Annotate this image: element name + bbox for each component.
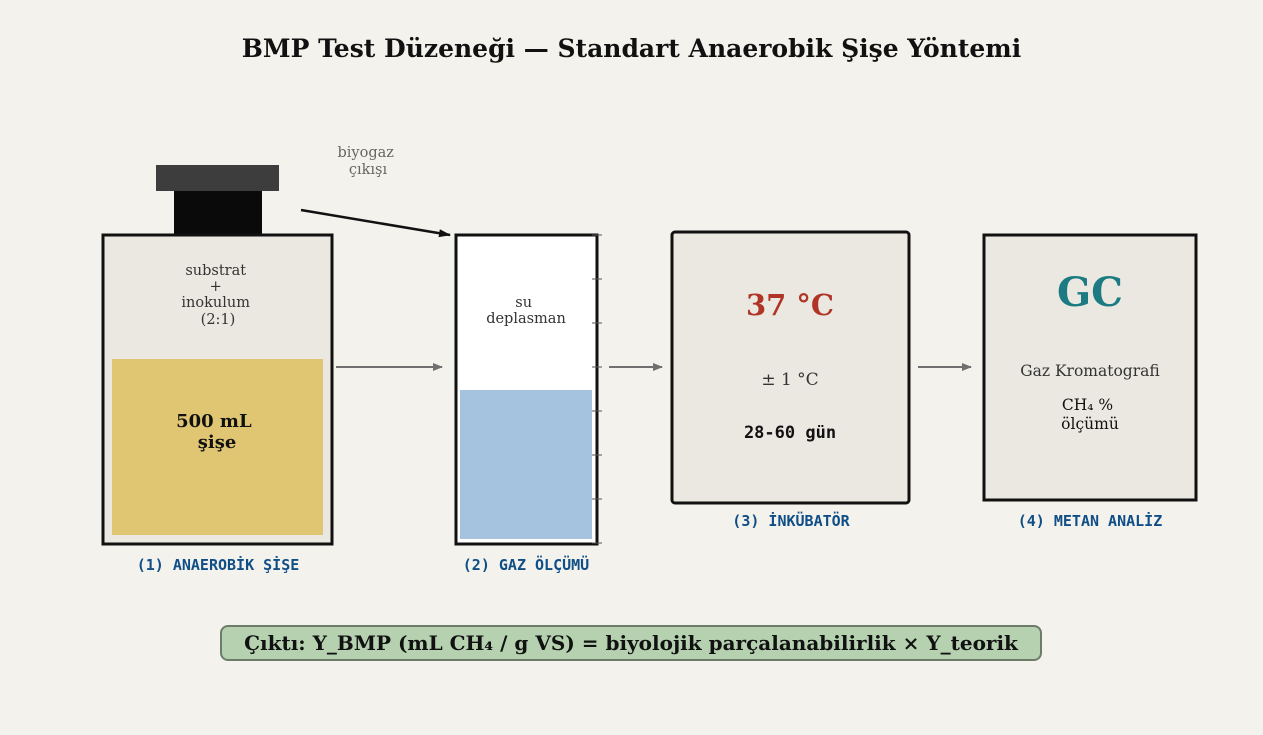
analysis-box [982,233,1198,502]
bottle-type-label: şişe [198,432,237,453]
incubator: 37 °C ± 1 °C 28-60 gün (3) İNKÜBATÖR [670,230,911,530]
biogas-outlet-arrow [300,208,451,238]
bottle-cap [156,165,279,191]
incubator-duration: 28-60 gün [744,423,836,443]
bottle-liquid [112,359,323,535]
meter-line-1: su [515,295,532,311]
bottle-caption: (1) ANAEROBİK ŞİŞE [137,555,300,574]
headspace-line-3: inokulum [181,295,250,311]
page-title: BMP Test Düzeneği — Standart Anaerobik Ş… [241,34,1022,63]
svg-text:CH₄ % ölçümü: CH₄ % ölçümü [1061,396,1119,433]
analysis-measure-line-1: CH₄ % [1062,396,1113,414]
headspace-line-1: substrat [185,263,246,279]
svg-text:500 mL şişe: 500 mL şişe [176,411,258,453]
svg-text:biyogaz çıkışı: biyogaz çıkışı [337,145,398,178]
gas-meter-caption: (2) GAZ ÖLÇÜMÜ [463,555,589,574]
svg-text:su deplasman: su deplasman [486,295,566,327]
biogas-outlet: biyogaz çıkışı [300,145,451,238]
methane-analysis: GC Gaz Kromatografi CH₄ % ölçümü (4) MET… [982,233,1198,530]
analysis-measure-line-2: ölçümü [1061,415,1119,433]
incubator-box [670,230,911,505]
incubator-tolerance: ± 1 °C [761,370,818,390]
bottle-neck [174,191,262,235]
svg-text:substrat + inokulu: substrat + inokulum (2:1) [181,263,254,328]
meter-ticks [592,234,602,544]
headspace-line-2: + [210,279,222,295]
meter-water [460,390,592,539]
analysis-caption: (4) METAN ANALİZ [1018,511,1163,530]
outlet-line-1: biyogaz [337,145,394,161]
analysis-method: GC [1057,269,1123,316]
outlet-line-2: çıkışı [349,162,388,178]
output-formula: Çıktı: Y_BMP (mL CH₄ / g VS) = biyolojik… [244,631,1018,655]
analysis-method-name: Gaz Kromatografi [1020,362,1159,380]
meter-line-2: deplasman [486,311,566,327]
headspace-line-4: (2:1) [201,312,236,328]
incubator-caption: (3) İNKÜBATÖR [732,511,850,530]
incubator-temperature: 37 °C [746,288,834,322]
gas-meter: su deplasman (2) GAZ ÖLÇÜMÜ [454,233,602,574]
output-formula-box: Çıktı: Y_BMP (mL CH₄ / g VS) = biyolojik… [220,625,1042,661]
bottle-volume-label: 500 mL [176,411,252,432]
anaerobic-bottle: substrat + inokulum (2:1) 500 mL şişe (1… [101,165,334,574]
